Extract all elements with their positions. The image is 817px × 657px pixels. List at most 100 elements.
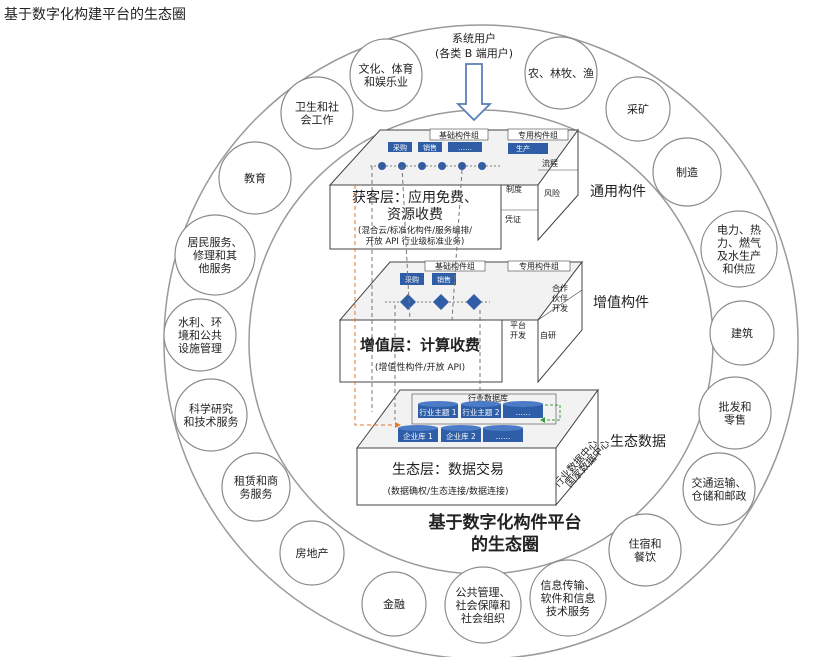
label-general-components: 通用构件 — [590, 184, 646, 200]
layer2-diamonds — [400, 294, 482, 310]
sector-circle — [605, 76, 671, 142]
sector-circle — [709, 300, 775, 366]
system-user-label: 系统用户 — [452, 31, 496, 45]
layer2-cell-platform-1: 平台 — [510, 320, 526, 330]
layer1-chip-3-label: …… — [458, 144, 472, 152]
layer2-side-face — [537, 260, 583, 384]
sector-label: 租赁和商 — [234, 474, 278, 488]
layer3-sub: (数据确权/生态连接/数据连接) — [387, 485, 508, 497]
layer2-cell-partner-1: 合作 — [552, 283, 568, 293]
sector-label: 和娱乐业 — [364, 75, 408, 89]
layer3-topic-1: 行业主题 1 — [419, 407, 456, 417]
layer2-basic-group-label: 基础构件组 — [435, 261, 475, 271]
layer1-basic-group-label: 基础构件组 — [439, 130, 479, 140]
sector-label: 务服务 — [240, 488, 273, 501]
sector-circle — [444, 566, 522, 644]
sector-label: 金融 — [383, 597, 405, 611]
sector-circle — [608, 513, 682, 587]
sector-label: 会工作 — [301, 114, 334, 127]
layer-acquisition: 基础构件组 专用构件组 采购 销售 …… 生产 流程 制度 风险 凭证 获客层：… — [328, 128, 579, 250]
down-arrow-icon — [455, 63, 493, 122]
system-user-sub: (各类 B 端用户) — [435, 46, 513, 60]
sector-label: 境和公共 — [178, 328, 222, 342]
sector-circle — [174, 378, 248, 452]
sector-label: 及水生产 — [717, 249, 761, 263]
sector-label: 修理和其 — [193, 248, 237, 262]
layer1-chip-right-label: 生产 — [516, 144, 530, 153]
layer1-title-line1: 获客层：应用免费、 — [352, 189, 478, 206]
label-ecological-data: 生态数据 — [610, 434, 666, 450]
layer1-special-group-tag — [507, 128, 569, 141]
sector-label: 社会保障和 — [456, 598, 511, 612]
layer2-cell-platform-2: 开发 — [510, 330, 526, 340]
sector-circle — [682, 452, 756, 526]
layer1-cell-process: 流程 — [542, 158, 558, 168]
sector-label: 公共管理、 — [456, 585, 511, 599]
layer1-cell-voucher: 凭证 — [505, 214, 521, 224]
sector-circle — [163, 298, 237, 372]
layer2-special-group-tag — [507, 260, 571, 272]
layer1-sub-line2: 开放 API 行业级标准业务) — [366, 236, 465, 247]
sector-circle — [280, 76, 354, 150]
layer-ecology: 行业数据库 行业主题 1 行业主题 2 …… 企业库 1 企业库 2 …… 行业… — [356, 388, 612, 507]
layer-value-added: 基础构件组 专用构件组 采购 销售 合作 伙伴 开发 平台 开发 自研 增值层：… — [338, 260, 584, 384]
layer3-db-label: 行业数据库 — [468, 393, 508, 403]
sector-ring: 文化、体育和娱乐业农、林牧、渔采矿制造电力、热力、燃气及水生产和供应建筑批发和零… — [163, 36, 778, 644]
page-title: 基于数字化构建平台的生态圈 — [4, 7, 186, 23]
layer2-chip-1-label: 采购 — [405, 275, 419, 284]
system-user-block: 系统用户 (各类 B 端用户) — [435, 31, 513, 122]
sector-label: 软件和信息 — [541, 591, 596, 605]
layer3-cylinders — [398, 401, 543, 442]
layer3-store-3: …… — [496, 432, 511, 441]
layer1-title-line2: 资源收费 — [387, 207, 443, 223]
layer1-basic-group-tag — [429, 128, 489, 141]
layer1-cell-system: 制度 — [506, 184, 522, 194]
layer3-store-1: 企业库 1 — [403, 431, 433, 441]
green-link — [545, 404, 561, 421]
layer1-chip-1 — [388, 142, 412, 152]
layer2-front-face — [339, 319, 503, 383]
sector-label: 电力、热 — [717, 224, 761, 237]
layer2-cell-inhouse: 自研 — [540, 330, 556, 340]
layer1-sub-line1: (混合云/标准化构件/服务编排/ — [358, 225, 472, 236]
sector-circle — [174, 214, 256, 296]
sector-label: 餐饮 — [634, 550, 656, 564]
sector-label: 设施管理 — [178, 341, 222, 355]
sector-label: 房地产 — [296, 546, 329, 560]
layer1-special-group-label: 专用构件组 — [518, 130, 558, 140]
layer1-front-face — [329, 184, 502, 250]
sector-label: 科学研究 — [189, 402, 233, 416]
layer1-side-face — [537, 128, 579, 242]
layer2-chip-1 — [400, 273, 424, 285]
layer2-cell-partner-3: 开发 — [552, 303, 568, 313]
sector-label: 零售 — [724, 413, 746, 427]
sector-circle — [652, 137, 722, 207]
layer3-topic-2: 行业主题 2 — [462, 407, 499, 417]
sector-label: 他服务 — [199, 262, 232, 275]
layer1-chip-3 — [448, 142, 482, 152]
layer1-chip-2 — [418, 142, 442, 152]
layer1-cell-risk: 风险 — [544, 188, 560, 198]
sector-label: 农、林牧、渔 — [528, 66, 594, 80]
sector-label: 力、燃气 — [717, 236, 761, 250]
sector-label: 居民服务、 — [188, 236, 243, 249]
sector-circle — [524, 36, 598, 110]
sector-circle — [361, 571, 427, 637]
sector-label: 社会组织 — [461, 611, 505, 625]
layer2-chip-2 — [432, 273, 456, 285]
sector-label: 文化、体育 — [359, 62, 414, 76]
connectors — [354, 165, 481, 428]
sector-circle — [700, 210, 778, 288]
layer3-db-frame — [411, 393, 557, 425]
sector-label: 批发和 — [719, 400, 752, 414]
sector-label: 水利、环 — [178, 316, 222, 329]
layer2-sub: (增值性构件/开放 API) — [375, 361, 465, 373]
sector-label: 建筑 — [731, 326, 753, 340]
layer1-chip-1-label: 采购 — [393, 143, 407, 152]
sector-label: 制造 — [676, 165, 698, 179]
sector-label: 和供应 — [723, 262, 756, 276]
sector-label: 信息传输、 — [541, 578, 596, 592]
layer2-cell-partner-2: 伙伴 — [552, 293, 568, 303]
layer1-chip-right — [508, 143, 548, 154]
